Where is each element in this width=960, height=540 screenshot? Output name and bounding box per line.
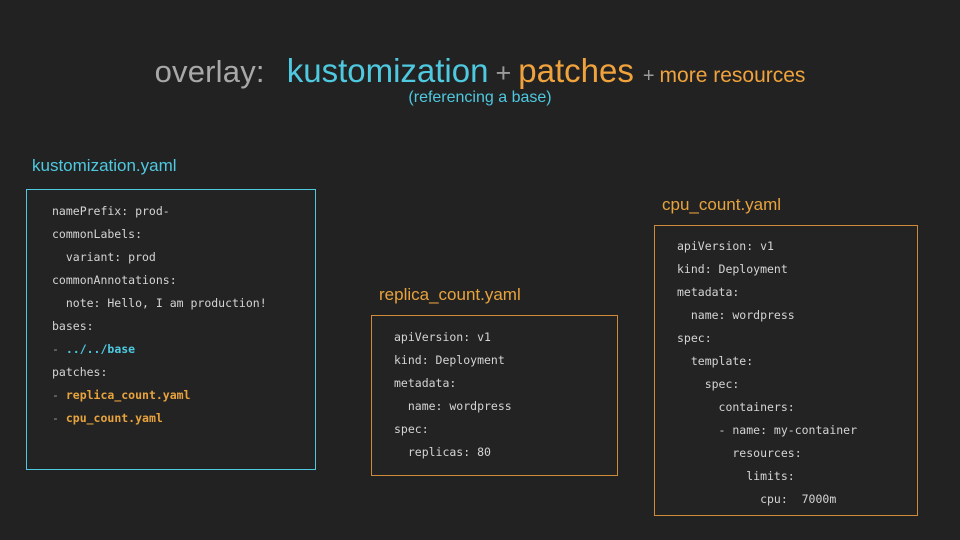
slide-subtitle: (referencing a base): [408, 89, 552, 106]
card-label-replica-count-yaml: replica_count.yaml: [379, 285, 521, 304]
title-prefix: overlay:: [154, 54, 265, 89]
title-plus-2: +: [642, 65, 655, 87]
code-token: limits:: [677, 469, 795, 483]
code-token: bases:: [52, 319, 94, 333]
code-token: resources:: [677, 446, 802, 460]
code-token: containers:: [677, 400, 795, 414]
code-token: -: [52, 411, 66, 425]
code-token: apiVersion: v1: [677, 239, 774, 253]
code-token: note: Hello, I am production!: [52, 296, 267, 310]
code-token: variant: prod: [52, 250, 156, 264]
code-token: - name: my-container: [677, 423, 858, 437]
code-token: apiVersion: v1: [394, 330, 491, 344]
code-token: kind: Deployment: [677, 262, 788, 276]
slide-title: overlay:kustomization+patches+more resou…: [0, 52, 960, 90]
code-token: replicas: 80: [394, 445, 491, 459]
code-token: commonAnnotations:: [52, 273, 177, 287]
code-token: kind: Deployment: [394, 353, 505, 367]
code-token: spec:: [677, 377, 740, 391]
title-plus-1: +: [495, 58, 512, 88]
code-token: name: wordpress: [677, 308, 795, 322]
code-token: namePrefix: prod-: [52, 204, 170, 218]
code-token: cpu: 7000m: [677, 492, 837, 506]
code-token: replica_count.yaml: [65, 388, 191, 402]
code-token: -: [52, 388, 66, 402]
code-token: spec:: [677, 331, 712, 345]
code-token: metadata:: [394, 376, 457, 390]
code-token: metadata:: [677, 285, 740, 299]
card-label-kustomization-yaml: kustomization.yaml: [32, 156, 177, 175]
card-label-cpu-count-yaml: cpu_count.yaml: [662, 195, 782, 214]
code-token: -: [52, 342, 66, 356]
code-token: spec:: [394, 422, 429, 436]
code-box-kustomization-yaml: namePrefix: prod-commonLabels: variant: …: [26, 189, 316, 470]
code-token: template:: [677, 354, 754, 368]
title-term-more-resources: more resources: [659, 64, 806, 87]
code-token: ../../base: [65, 342, 136, 356]
code-content-kustomization-yaml: namePrefix: prod-commonLabels: variant: …: [52, 200, 267, 430]
title-term-patches: patches: [518, 52, 634, 89]
code-token: name: wordpress: [394, 399, 512, 413]
code-token: commonLabels:: [52, 227, 143, 241]
code-token: cpu_count.yaml: [65, 411, 163, 425]
title-term-kustomization: kustomization: [286, 52, 489, 89]
code-token: patches:: [52, 365, 108, 379]
